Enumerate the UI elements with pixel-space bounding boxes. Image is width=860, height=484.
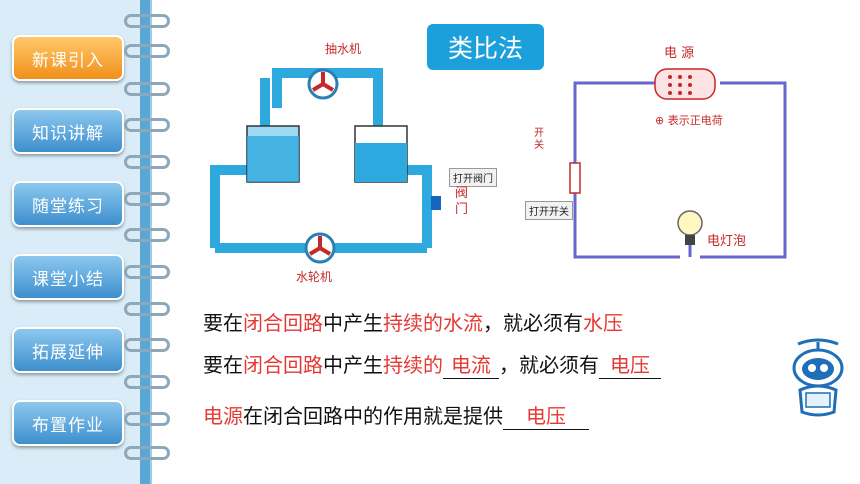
binder-ring (124, 265, 170, 279)
binder-ring (124, 44, 170, 58)
electric-circuit-diagram (569, 68, 787, 259)
page-title: 类比法 (427, 24, 544, 70)
answer-blank-current: 电流 (443, 349, 499, 379)
binder-ring (124, 118, 170, 132)
bulb-label: 电灯泡 (707, 234, 747, 249)
binder-ring (124, 375, 170, 389)
nav-extension[interactable]: 拓展延伸 (12, 327, 124, 373)
notebook-spine-edge (150, 0, 152, 484)
notebook-spine (140, 0, 150, 484)
answer-blank-voltage-source: 电压 (503, 400, 589, 430)
pump-label: 抽水机 (325, 42, 362, 56)
sentence-emphasis: 持续的 (383, 353, 443, 377)
positive-charge-note: ⊕ 表示正电荷 (655, 114, 723, 127)
open-switch-button[interactable]: 打开开关 (525, 201, 573, 220)
binder-ring (124, 338, 170, 352)
bulb-icon (677, 210, 703, 236)
binder-ring (124, 412, 170, 426)
binder-ring (124, 14, 170, 28)
nav-new-lesson-intro[interactable]: 新课引入 (12, 35, 124, 81)
valve-label: 阀门 (455, 186, 469, 217)
sentence-emphasis: 持续的水流 (383, 311, 483, 335)
sentence-voltage: 要在闭合回路中产生持续的电流，就必须有电压 (203, 349, 661, 379)
sentence-text: 要在 (203, 353, 243, 377)
turbine-label: 水轮机 (296, 270, 333, 284)
binder-ring (124, 302, 170, 316)
nav-knowledge-explain[interactable]: 知识讲解 (12, 108, 124, 154)
sentence-text: 中产生 (323, 353, 383, 377)
nav-lesson-summary[interactable]: 课堂小结 (12, 254, 124, 300)
answer-blank-voltage: 电压 (599, 349, 661, 379)
sentence-emphasis: 闭合回路 (243, 311, 323, 335)
sentence-text: ，就必须有 (483, 311, 583, 335)
sentence-power-source: 电源在闭合回路中的作用就是提供电压 (203, 400, 589, 430)
switch-label: 开关 (534, 128, 544, 151)
binder-ring (124, 82, 170, 96)
switch-icon (569, 162, 581, 194)
power-source-label: 电 源 (664, 46, 695, 61)
nav-in-class-practice[interactable]: 随堂练习 (12, 181, 124, 227)
binder-ring (124, 155, 170, 169)
nav-homework[interactable]: 布置作业 (12, 400, 124, 446)
binder-ring (124, 228, 170, 242)
open-valve-button[interactable]: 打开阀门 (449, 168, 497, 187)
water-circuit-diagram (210, 68, 441, 264)
sentence-text: 在闭合回路中的作用就是提供 (243, 404, 503, 428)
sentence-emphasis: 水压 (583, 311, 623, 335)
sentence-text: 中产生 (323, 311, 383, 335)
binder-ring (124, 192, 170, 206)
valve-icon (431, 196, 441, 210)
sentence-text: ，就必须有 (499, 353, 599, 377)
sentence-water-pressure: 要在闭合回路中产生持续的水流，就必须有水压 (203, 307, 623, 336)
power-source-icon (654, 68, 716, 100)
sentence-text: 要在 (203, 311, 243, 335)
sentence-emphasis: 电源 (203, 404, 243, 428)
sentence-emphasis: 闭合回路 (243, 353, 323, 377)
binder-ring (124, 446, 170, 460)
robot-mascot-icon (792, 338, 844, 417)
